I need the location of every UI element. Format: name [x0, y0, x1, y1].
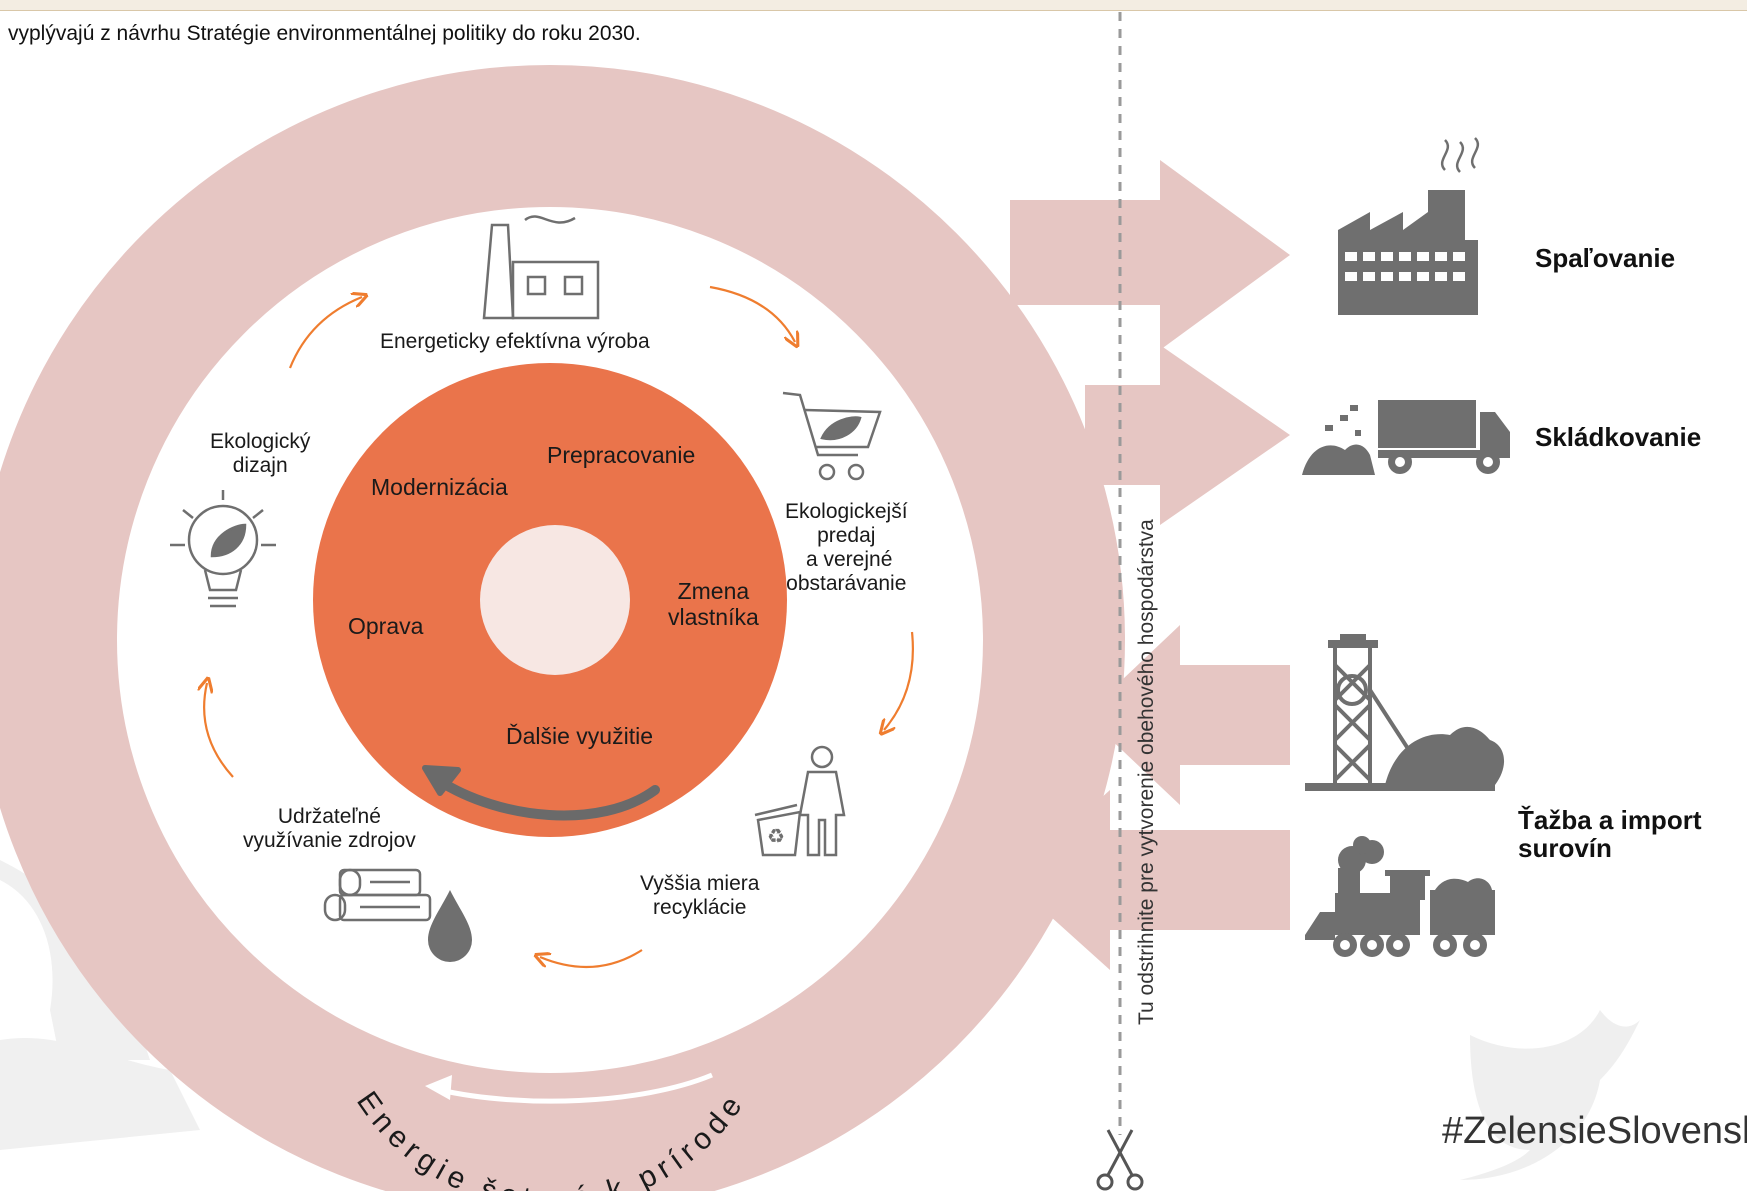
- extraction-mine-arrow: [1085, 625, 1290, 805]
- core-label-reprocessing: Prepracovanie: [547, 442, 696, 468]
- cycle-arrow-1: [288, 297, 362, 369]
- core-hole: [480, 525, 630, 675]
- person-recycle-bin-icon: ♻: [754, 745, 846, 857]
- mine-tower-icon: [1305, 634, 1505, 791]
- smoking-factory-icon: [1338, 137, 1480, 315]
- core-label-repair: Oprava: [348, 613, 424, 639]
- core-label-owner-change: Zmena vlastníka: [668, 578, 759, 630]
- intro-text: vyplývajú z návrhu Stratégie environment…: [8, 22, 641, 45]
- freight-train-icon: [1305, 836, 1495, 957]
- cycle-arrow-2: [709, 285, 795, 342]
- factory-icon: [482, 215, 600, 320]
- step-label-production: Energeticky efektívna výroba: [380, 330, 650, 353]
- core-cycle-arrow: [422, 765, 660, 821]
- scissors-icon[interactable]: [1096, 1129, 1144, 1191]
- cycle-arrow-4: [540, 949, 643, 969]
- landfill-arrow: [1085, 345, 1290, 525]
- core-label-modernization: Modernizácia: [371, 474, 508, 500]
- step-label-sales: Ekologickejší predaj a verejné obstaráva…: [785, 500, 908, 595]
- core-label-reuse: Ďalšie využitie: [506, 723, 653, 749]
- output-label-extraction: Ťažba a import surovín: [1518, 805, 1702, 863]
- hashtag-text: #ZelensieSlovensko: [1442, 1110, 1747, 1152]
- cycle-arrow-3: [884, 631, 914, 730]
- dump-truck-icon: [1302, 400, 1510, 475]
- output-label-landfill: Skládkovanie: [1535, 422, 1702, 452]
- twitter-bird-icon: [1460, 1010, 1640, 1180]
- step-label-ecodesign: Ekologický dizajn: [210, 430, 311, 477]
- output-label-incineration: Spaľovanie: [1535, 243, 1676, 273]
- side-arrows: [1010, 160, 1290, 970]
- svg-text:♻: ♻: [767, 826, 785, 848]
- outer-ring: [0, 65, 1125, 1191]
- lightbulb-leaf-icon: [170, 490, 276, 608]
- shopping-cart-leaf-icon: [782, 391, 882, 481]
- ring-white-arrow: [425, 1072, 713, 1104]
- step-label-recycling: Vyššia miera recyklácie: [640, 872, 760, 919]
- logs-water-drop-icon: [323, 868, 472, 962]
- cycle-arrow-5: [204, 683, 234, 778]
- top-bar: [0, 0, 1747, 11]
- extraction-train-arrow: [1010, 790, 1290, 970]
- step-label-resources: Udržateľné využívanie zdrojov: [243, 805, 416, 852]
- incineration-arrow: [1010, 160, 1290, 350]
- cycle-arrows: [204, 285, 914, 969]
- divider-label: Tu odstrihnite pre vytvorenie obehového …: [1135, 519, 1158, 1025]
